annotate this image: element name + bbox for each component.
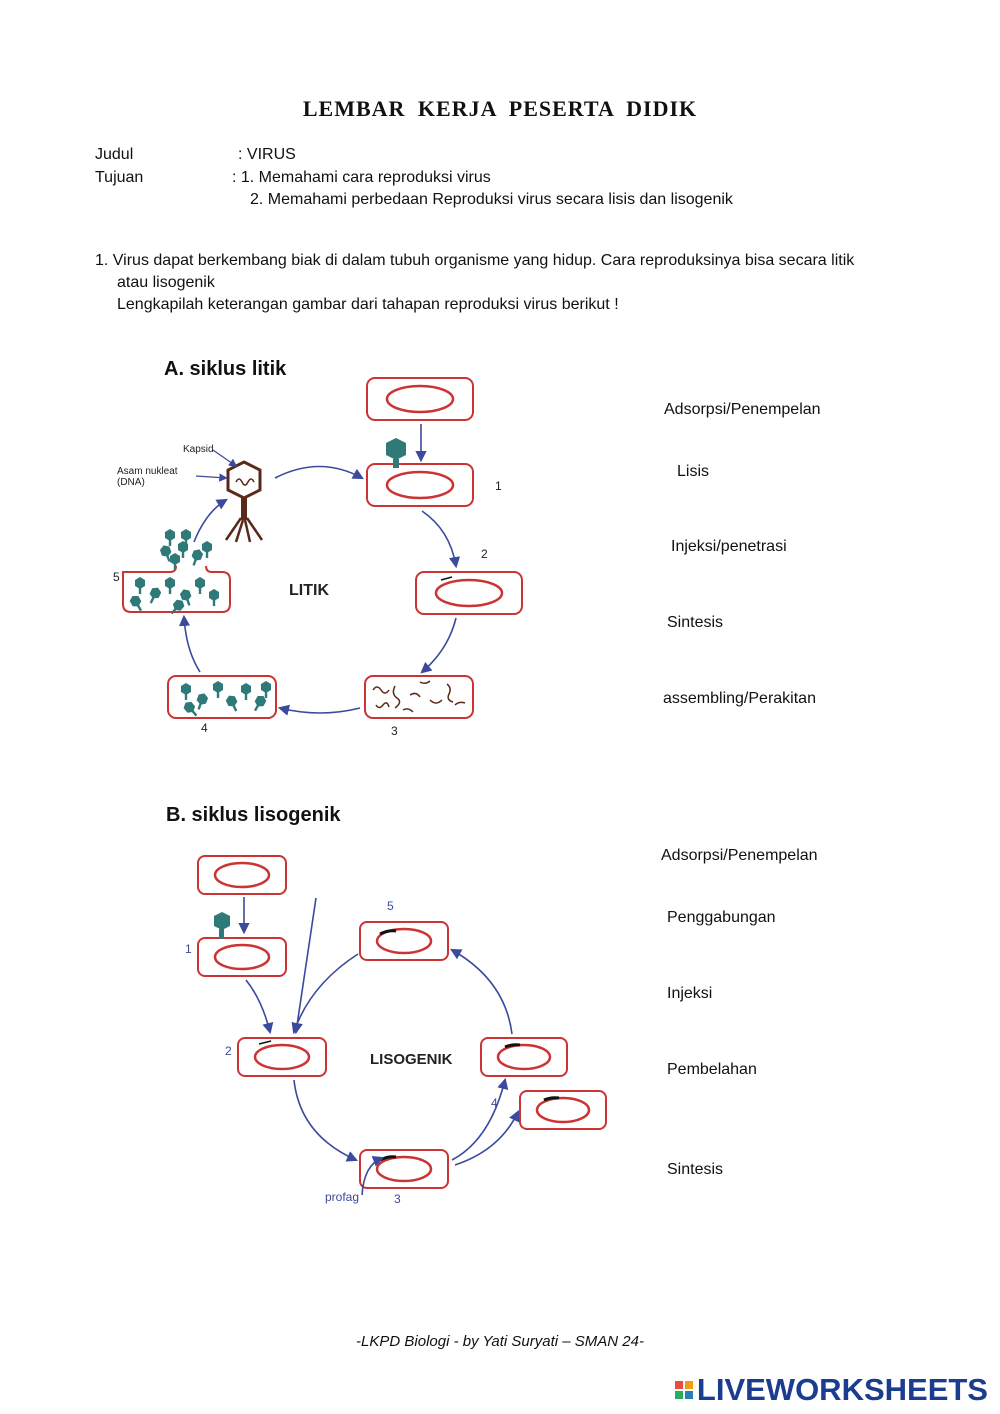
logo-text: LIVEWORKSHEETS [696, 1372, 988, 1407]
tujuan-item-1: : 1. Memahami cara reproduksi virus [232, 169, 491, 186]
litik-cell-5 [121, 529, 231, 617]
question-line-2: atau lisogenik [117, 274, 215, 291]
tujuan-label: Tujuan [95, 169, 144, 186]
litik-step-1: 1 [495, 479, 502, 493]
lisogenik-answer-1[interactable]: Adsorpsi/Penempelan [661, 847, 818, 864]
litik-answer-3[interactable]: Injeksi/penetrasi [671, 538, 787, 555]
lisogenik-step-5: 5 [387, 899, 394, 913]
litik-step-3: 3 [391, 724, 398, 738]
lisogenik-step-4: 4 [491, 1096, 498, 1110]
lisogenik-cell-4a [480, 1037, 568, 1077]
litik-step-5: 5 [113, 570, 120, 584]
litik-answer-1[interactable]: Adsorpsi/Penempelan [664, 401, 821, 418]
lisogenik-answer-4[interactable]: Pembelahan [667, 1061, 757, 1078]
lisogenik-step-1: 1 [185, 942, 192, 956]
tujuan-item-2: 2. Memahami perbedaan Reproduksi virus s… [250, 191, 733, 208]
logo-blocks-icon [674, 1381, 693, 1399]
phage-icon [214, 912, 230, 939]
judul-value: : VIRUS [238, 146, 296, 163]
litik-cell-4 [167, 675, 277, 719]
litik-cell-2 [415, 571, 523, 615]
litik-answer-2[interactable]: Lisis [677, 463, 710, 480]
lisogenik-step-2: 2 [225, 1044, 232, 1058]
page-title: LEMBAR KERJA PESERTA DIDIK [302, 96, 698, 121]
judul-label: Judul [95, 146, 134, 163]
lisogenik-heading: B. siklus lisogenik [166, 804, 341, 826]
litik-answer-4[interactable]: Sintesis [667, 614, 724, 631]
bacteriophage-icon [224, 460, 264, 543]
phage-icon [386, 438, 406, 468]
lisogenik-answer-5[interactable]: Sintesis [667, 1161, 724, 1178]
litik-cell-3 [364, 675, 474, 719]
lisogenik-diagram [197, 855, 607, 1196]
lisogenik-cell-initial [197, 855, 287, 895]
kapsid-label: Kapsid [183, 444, 214, 455]
lisogenik-cell-1 [197, 912, 287, 977]
question-line-3: Lengkapilah keterangan gambar dari tahap… [117, 296, 619, 313]
litik-answer-5[interactable]: assembling/Perakitan [663, 690, 816, 707]
lisogenik-cell-3 [359, 1149, 449, 1189]
litik-step-2: 2 [481, 547, 488, 561]
litik-heading: A. siklus litik [164, 358, 287, 380]
lisogenik-answer-3[interactable]: Injeksi [667, 985, 713, 1002]
lisogenik-cell-2 [237, 1037, 327, 1077]
asam-nukleat-label: Asam nukleat [117, 466, 178, 477]
litik-cell-initial [366, 377, 474, 421]
lisogenik-cell-5 [359, 921, 449, 961]
lisogenik-step-3: 3 [394, 1192, 401, 1206]
litik-cell-1 [366, 438, 474, 507]
lisogenik-center-label: LISOGENIK [370, 1051, 453, 1068]
liveworksheets-logo[interactable]: LIVEWORKSHEETS [674, 1372, 988, 1408]
litik-center-label: LITIK [289, 582, 329, 599]
litik-diagram [121, 377, 523, 719]
page-footer: -LKPD Biologi - by Yati Suryati – SMAN 2… [356, 1333, 644, 1350]
lisogenik-cell-4b [519, 1090, 607, 1130]
litik-step-4: 4 [201, 721, 208, 735]
dna-label: (DNA) [117, 477, 145, 488]
profag-label: profag [325, 1190, 359, 1204]
question-line-1: 1. Virus dapat berkembang biak di dalam … [95, 252, 855, 269]
lisogenik-answer-2[interactable]: Penggabungan [667, 909, 776, 926]
